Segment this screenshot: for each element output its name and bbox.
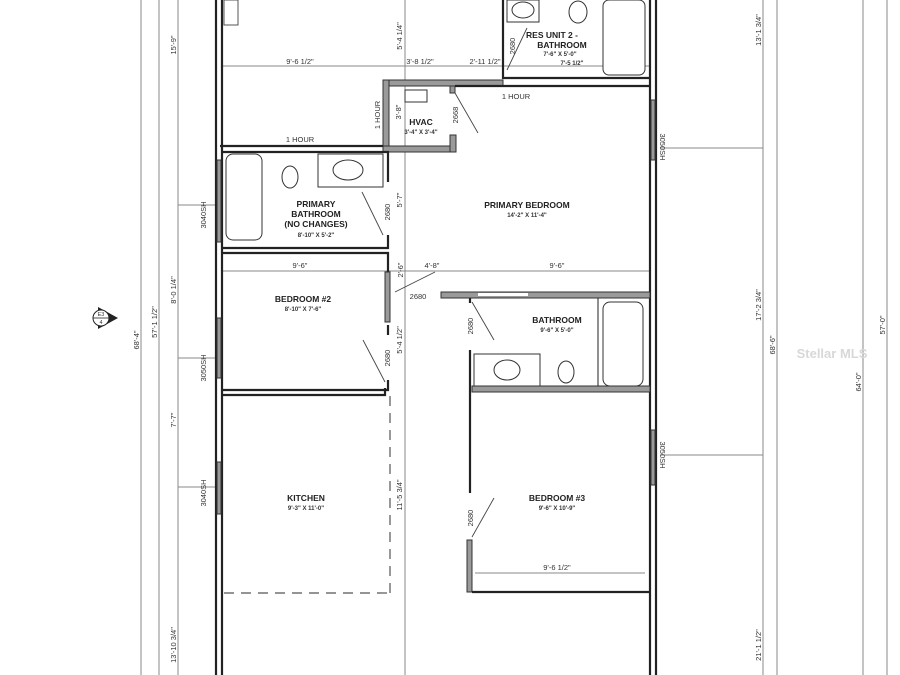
- primary-bedroom: PRIMARY BEDROOM 14'-2" X 11'-4": [484, 200, 569, 219]
- dim-mid-d: 9'-6": [550, 261, 565, 270]
- section-marker-icon: E3 4: [92, 307, 118, 329]
- dimension-lines: [140, 0, 888, 675]
- bathroom-door-label: 2680: [466, 318, 475, 335]
- bedroom-3: BEDROOM #3 9'-6" X 10'-9" 2680 9'-6 1/2": [466, 392, 650, 594]
- hvac-door-label: 2668: [451, 107, 460, 124]
- bathroom-size: 9'-6" X 5'-0": [540, 328, 573, 334]
- dim-v-d: 11'-5 3/4": [395, 479, 404, 510]
- primary-bath-door-label: 2680: [383, 204, 392, 221]
- hvac-size: 3'-4" X 3'-4": [404, 130, 437, 136]
- res-bath-dim: 7'-5 1/2": [561, 61, 584, 67]
- kitchen-name: KITCHEN: [287, 493, 325, 503]
- dim-top-a: 9'-6 1/2": [286, 57, 314, 66]
- kitchen-size: 9'-3" X 11'-0": [288, 506, 324, 512]
- hvac-name: HVAC: [409, 117, 432, 127]
- dim-left-total-b: 68'-4": [132, 330, 141, 349]
- dim-right-2: 17'-2 3/4": [754, 289, 763, 321]
- bathroom-name: BATHROOM: [532, 315, 581, 325]
- dim-right-total-b: 64'-0": [854, 372, 863, 391]
- dim-left-4: 13'-10 3/4": [169, 627, 178, 663]
- bedroom-2-size: 8'-10" X 7'-6": [285, 307, 322, 313]
- bedroom-2: BEDROOM #2 8'-10" X 7'-6" 2680 2680: [222, 251, 436, 392]
- bedroom-3-width: 9'-6 1/2": [543, 563, 571, 572]
- dim-left-3: 7'-7": [169, 412, 178, 427]
- kitchen: KITCHEN 9'-3" X 11'-0": [222, 388, 391, 594]
- res-unit-2-bathroom: RES UNIT 2 - BATHROOM 7'-6" X 5'-0" 7'-5…: [501, 0, 650, 80]
- dim-right-3: 21'-1 1/2": [754, 629, 763, 661]
- dim-left-total-a: 57'-1 1/2": [150, 306, 159, 338]
- dim-v-b: 5'-7": [395, 192, 404, 207]
- res-bath-name-1: RES UNIT 2 -: [526, 30, 578, 40]
- primary-bathroom: 1 HOUR PRIMARY BATHROOM (NO CHANGES) 8'-…: [220, 135, 392, 250]
- window-label: 3050SH: [658, 133, 667, 160]
- dim-left-1: 15'-9": [169, 35, 178, 54]
- dim-right-1: 13'-1 3/4": [754, 14, 763, 46]
- bedroom-3-name: BEDROOM #3: [529, 493, 585, 503]
- window-label: 3040SH: [199, 201, 208, 228]
- exterior-dimensions: 15'-9" 8'-0 1/4" 7'-7" 13'-10 3/4" 57'-1…: [132, 14, 887, 663]
- fire-rating-left: 1 HOUR: [286, 135, 315, 144]
- primary-bath-size: 8'-10" X 5'-2": [298, 233, 335, 239]
- primary-bath-name-3: (NO CHANGES): [284, 219, 347, 229]
- res-bath-size: 7'-6" X 5'-0": [543, 52, 576, 58]
- dim-mid-c: 4'-8": [425, 261, 440, 270]
- interior-dimensions: 9'-6 1/2" 3'-8 1/2" 2'-11 1/2" 5'-4 1/4"…: [286, 22, 565, 511]
- dim-v-c: 5'-4 1/2": [395, 326, 404, 354]
- hvac-fire-rating: 1 HOUR: [373, 100, 382, 129]
- bedroom-3-door-label: 2680: [466, 510, 475, 527]
- bedroom-3-size: 9'-6" X 10'-9": [539, 506, 576, 512]
- window-label: 3040SH: [199, 479, 208, 506]
- res-bath-door-label: 2680: [508, 38, 517, 55]
- dim-top-b: 3'-8 1/2": [406, 57, 434, 66]
- hall-door-label: 2680: [410, 292, 427, 301]
- bathroom: BATHROOM 9'-6" X 5'-0" 2680: [440, 291, 651, 393]
- window-label: 3050SH: [199, 354, 208, 381]
- hvac-closet: HVAC 3'-4" X 3'-4" 1 HOUR 3'-8" 2668 1 H…: [373, 79, 650, 153]
- primary-bath-name-2: BATHROOM: [291, 209, 340, 219]
- dim-mid-b: 2'-6": [396, 262, 405, 277]
- section-marker-bottom: 4: [99, 320, 102, 326]
- dim-right-total-a: 68'-6": [768, 335, 777, 354]
- primary-bath-name-1: PRIMARY: [297, 199, 336, 209]
- primary-bed-size: 14'-2" X 11'-4": [507, 213, 547, 219]
- bedroom-2-door-label: 2680: [383, 350, 392, 367]
- res-bath-name-2: BATHROOM: [537, 40, 586, 50]
- dim-right-total-c: 57'-0": [878, 315, 887, 334]
- dim-top-c: 2'-11 1/2": [469, 57, 500, 66]
- hvac-dim: 3'-8": [394, 104, 403, 119]
- dim-v-a: 5'-4 1/4": [395, 22, 404, 50]
- watermark: Stellar MLS: [797, 346, 868, 361]
- window-label: 3050SH: [658, 441, 667, 468]
- primary-bed-name: PRIMARY BEDROOM: [484, 200, 569, 210]
- fire-rating-top: 1 HOUR: [502, 92, 531, 101]
- dim-mid-a: 9'-6": [293, 261, 308, 270]
- window-labels: 3040SH 3050SH 3040SH 3050SH 3050SH: [199, 133, 667, 506]
- bedroom-2-name: BEDROOM #2: [275, 294, 331, 304]
- exterior-walls: [214, 0, 658, 675]
- dim-left-2: 8'-0 1/4": [169, 276, 178, 304]
- section-marker-top: E3: [98, 312, 105, 318]
